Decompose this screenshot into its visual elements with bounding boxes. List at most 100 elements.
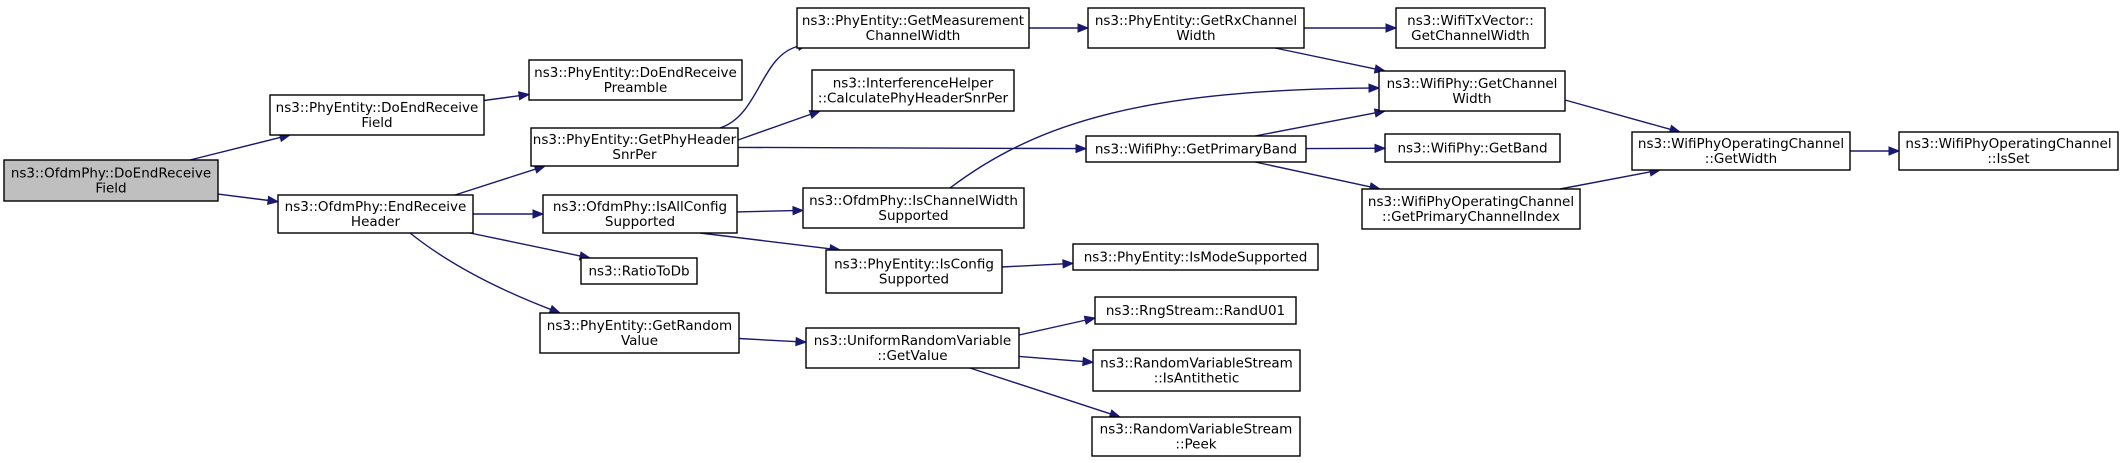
node-box bbox=[1085, 135, 1307, 163]
nodes-layer: ns3::OfdmPhy::DoEndReceiveFieldns3::PhyE… bbox=[3, 7, 2119, 457]
node-phyGetChanWidth[interactable]: ns3::WifiPhy::GetChannelWidth bbox=[1378, 70, 1566, 112]
node-opChanGetWidth[interactable]: ns3::WifiPhyOperatingChannel::GetWidth bbox=[1631, 131, 1851, 171]
node-label: ns3::WifiPhy::GetChannel bbox=[1387, 76, 1558, 92]
node-box bbox=[528, 59, 743, 101]
node-box bbox=[1395, 7, 1546, 49]
node-label: ns3::PhyEntity::IsConfig bbox=[834, 257, 994, 273]
node-label: GetChannelWidth bbox=[1411, 28, 1530, 44]
node-label: ns3::RatioToDb bbox=[588, 264, 689, 280]
node-label: ns3::WifiPhy::GetBand bbox=[1397, 141, 1547, 157]
node-isModeSupported[interactable]: ns3::PhyEntity::IsModeSupported bbox=[1072, 243, 1319, 271]
node-label: Width bbox=[1176, 28, 1215, 44]
edge-getRandomValue-to-urvGetValue bbox=[738, 336, 808, 347]
edge-line bbox=[1018, 355, 1085, 363]
node-isAntithetic[interactable]: ns3::RandomVariableStream::IsAntithetic bbox=[1092, 349, 1301, 392]
node-box bbox=[542, 194, 738, 234]
node-label: ns3::OfdmPhy::EndReceive bbox=[285, 199, 467, 215]
edge-arrowhead bbox=[1888, 146, 1901, 156]
edge-getPrimaryBand-to-getBand bbox=[1305, 143, 1387, 154]
node-box bbox=[580, 257, 698, 285]
node-label: ::GetWidth bbox=[1705, 151, 1777, 167]
edge-line bbox=[1009, 319, 1087, 338]
edge-line bbox=[736, 209, 795, 213]
node-label: Field bbox=[95, 181, 126, 197]
edge-line bbox=[469, 232, 582, 257]
node-box bbox=[1384, 133, 1561, 163]
edge-arrowhead bbox=[517, 91, 531, 101]
node-box bbox=[802, 187, 1025, 229]
node-label: ::Peek bbox=[1175, 437, 1216, 453]
node-calcPhyHeaderSnrPer[interactable]: ns3::InterferenceHelper::CalculatePhyHea… bbox=[811, 69, 1015, 112]
node-getPrimaryBand[interactable]: ns3::WifiPhy::GetPrimaryBand bbox=[1085, 135, 1307, 163]
edge-arrowhead bbox=[1082, 356, 1095, 367]
edge-endRecvHeader-to-ratioToDb bbox=[469, 232, 592, 261]
node-box bbox=[539, 312, 740, 354]
node-label: ChannelWidth bbox=[866, 28, 961, 44]
node-label: ns3::OfdmPhy::IsAllConfig bbox=[553, 199, 727, 215]
node-getPrimaryChanIndex[interactable]: ns3::WifiPhyOperatingChannel::GetPrimary… bbox=[1361, 188, 1581, 230]
edge-endRecvHeader-to-getRandomValue bbox=[409, 232, 562, 314]
edge-line bbox=[189, 136, 282, 161]
node-box bbox=[277, 194, 474, 234]
edge-line bbox=[1254, 161, 1372, 188]
node-box bbox=[1631, 131, 1851, 171]
node-getMeasChanWidth[interactable]: ns3::PhyEntity::GetMeasurementChannelWid… bbox=[796, 7, 1030, 49]
edge-arrowhead bbox=[1385, 23, 1398, 33]
node-box bbox=[1087, 7, 1305, 49]
edge-arrowhead bbox=[548, 304, 562, 314]
edge-line bbox=[969, 367, 1112, 415]
node-label: ns3::PhyEntity::GetRxChannel bbox=[1095, 13, 1297, 29]
node-box bbox=[1094, 296, 1297, 325]
node-txvGetChanWidth[interactable]: ns3::WifiTxVector::GetChannelWidth bbox=[1395, 7, 1546, 49]
edge-arrowhead bbox=[532, 209, 545, 219]
edge-opChanGetWidth-to-opChanIsSet bbox=[1850, 146, 1901, 156]
edge-endRecvHeader-to-getPhyHeaderSnrPer bbox=[454, 164, 547, 196]
edge-getRxChanWidth-to-txvGetChanWidth bbox=[1304, 23, 1398, 33]
edge-arrowhead bbox=[266, 195, 280, 206]
node-ratioToDb[interactable]: ns3::RatioToDb bbox=[580, 257, 698, 285]
edge-line bbox=[1254, 112, 1377, 137]
node-label: Value bbox=[621, 333, 658, 349]
edge-isConfigSupported-to-isModeSupported bbox=[1001, 259, 1075, 269]
node-randU01[interactable]: ns3::RngStream::RandU01 bbox=[1094, 296, 1297, 325]
edge-line bbox=[738, 337, 798, 343]
node-label: ns3::PhyEntity::IsModeSupported bbox=[1084, 250, 1308, 266]
node-label: ns3::PhyEntity::DoEndReceive bbox=[276, 100, 479, 116]
node-label: Width bbox=[1452, 91, 1491, 107]
edge-urvGetValue-to-isAntithetic bbox=[1018, 355, 1095, 367]
node-peek[interactable]: ns3::RandomVariableStream::Peek bbox=[1091, 416, 1301, 457]
edge-doEndRecvField-to-doEndRecvPreamble bbox=[483, 91, 531, 102]
node-urvGetValue[interactable]: ns3::UniformRandomVariable::GetValue bbox=[805, 327, 1020, 369]
edge-line bbox=[483, 94, 521, 102]
edge-getMeasChanWidth-to-getRxChanWidth bbox=[1029, 23, 1090, 33]
node-label: ns3::WifiPhy::GetPrimaryBand bbox=[1095, 142, 1297, 158]
edge-line bbox=[1274, 47, 1377, 70]
node-box bbox=[1072, 243, 1319, 271]
edge-phyGetChanWidth-to-opChanGetWidth bbox=[1564, 99, 1682, 134]
edge-root-to-doEndRecvField bbox=[189, 132, 292, 161]
node-box bbox=[811, 69, 1015, 112]
edge-endRecvHeader-to-isAllConfigSupported bbox=[473, 209, 545, 219]
edge-getRxChanWidth-to-phyGetChanWidth bbox=[1274, 47, 1387, 74]
edge-line bbox=[217, 193, 270, 202]
node-getBand[interactable]: ns3::WifiPhy::GetBand bbox=[1384, 133, 1561, 163]
edge-getPrimaryBand-to-getPrimaryChanIndex bbox=[1254, 161, 1382, 192]
edge-line bbox=[1001, 263, 1065, 268]
node-label: Field bbox=[361, 115, 392, 131]
edge-getPhyHeaderSnrPer-to-calcPhyHeaderSnrPer bbox=[737, 110, 822, 141]
node-opChanIsSet[interactable]: ns3::WifiPhyOperatingChannel::IsSet bbox=[1898, 131, 2119, 171]
node-label: Supported bbox=[605, 214, 675, 230]
edge-isAllConfigSupported-to-isConfigSupported bbox=[699, 232, 842, 254]
node-box bbox=[805, 327, 1020, 369]
